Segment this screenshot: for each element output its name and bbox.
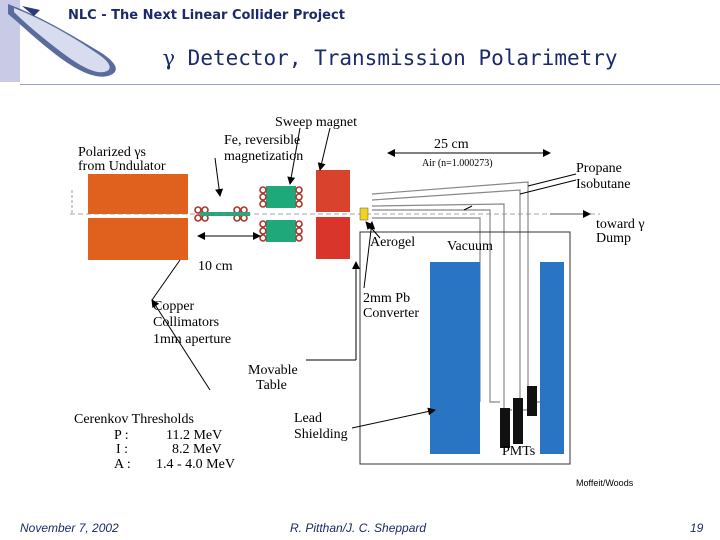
shielding-box bbox=[359, 231, 571, 465]
slide-title: γ Detector, Transmission Polarimetry bbox=[0, 46, 720, 70]
label-movable-1: Movable bbox=[248, 363, 298, 378]
label-toward-2: Dump bbox=[596, 231, 631, 246]
pmt-1 bbox=[500, 408, 510, 448]
threshold-value-p: 11.2 MeV bbox=[166, 428, 222, 443]
nlc-logo bbox=[0, 0, 116, 82]
pmt-3 bbox=[527, 386, 537, 416]
label-propane: Propane bbox=[576, 161, 622, 176]
label-lead-2: Shielding bbox=[294, 427, 348, 442]
header-rule bbox=[20, 84, 720, 85]
label-10cm: 10 cm bbox=[198, 259, 233, 274]
copper-collimator-lower bbox=[88, 218, 188, 260]
pmt-2 bbox=[513, 398, 523, 444]
threshold-gas-p: P : bbox=[114, 428, 129, 443]
label-lead-1: Lead bbox=[294, 411, 322, 426]
gamma-symbol: γ bbox=[162, 46, 176, 70]
project-title: NLC - The Next Linear Collider Project bbox=[68, 8, 345, 23]
label-fe-1: Fe, reversible bbox=[224, 133, 300, 148]
lead-shielding-right bbox=[540, 262, 564, 454]
label-copper-2: Collimators bbox=[153, 315, 219, 330]
thresholds-title: Cerenkov Thresholds bbox=[74, 412, 194, 427]
threshold-value-i: 8.2 MeV bbox=[172, 442, 222, 457]
label-vacuum: Vacuum bbox=[447, 239, 493, 254]
label-movable-2: Table bbox=[256, 378, 287, 393]
footer-authors: R. Pitthan/J. C. Sheppard bbox=[290, 521, 427, 535]
footer-page-number: 19 bbox=[690, 521, 704, 535]
threshold-gas-a: A : bbox=[114, 457, 131, 470]
label-converter-2: Converter bbox=[363, 306, 419, 321]
lead-shielding-left bbox=[430, 262, 480, 454]
label-25cm: 25 cm bbox=[434, 137, 469, 152]
label-aerogel: Aerogel bbox=[370, 235, 415, 250]
label-copper-3: 1mm aperture bbox=[153, 332, 231, 347]
fe-magnet-lower bbox=[266, 220, 296, 242]
label-fe-2: magnetization bbox=[224, 149, 303, 164]
label-polarized-1: Polarized γs bbox=[78, 145, 146, 160]
threshold-gas-i: I : bbox=[116, 442, 128, 457]
label-copper-1: Copper bbox=[153, 299, 195, 314]
aerogel-block bbox=[359, 207, 369, 221]
label-isobutane: Isobutane bbox=[576, 177, 630, 192]
label-polarized-2: from Undulator bbox=[78, 159, 166, 174]
coil-windings bbox=[194, 186, 303, 242]
fe-magnet-upper bbox=[266, 186, 296, 208]
diagram-credit: Moffeit/Woods bbox=[576, 478, 634, 488]
label-toward-1: toward γ bbox=[596, 217, 645, 232]
label-air-note: Air (n=1.000273) bbox=[422, 158, 493, 169]
copper-collimator-upper bbox=[88, 174, 188, 214]
sweep-magnet-upper bbox=[316, 170, 350, 212]
threshold-value-a: 1.4 - 4.0 MeV bbox=[156, 457, 235, 470]
footer-date: November 7, 2002 bbox=[20, 521, 119, 535]
slide-title-text: Detector, Transmission Polarimetry bbox=[187, 46, 618, 70]
label-sweep-magnet: Sweep magnet bbox=[275, 115, 357, 130]
label-pmts: PMTs bbox=[502, 444, 535, 459]
sweep-magnet-lower bbox=[316, 217, 350, 259]
label-converter-1: 2mm Pb bbox=[363, 291, 410, 306]
detector-diagram: Polarized γs from Undulator Fe, reversib… bbox=[70, 115, 645, 470]
